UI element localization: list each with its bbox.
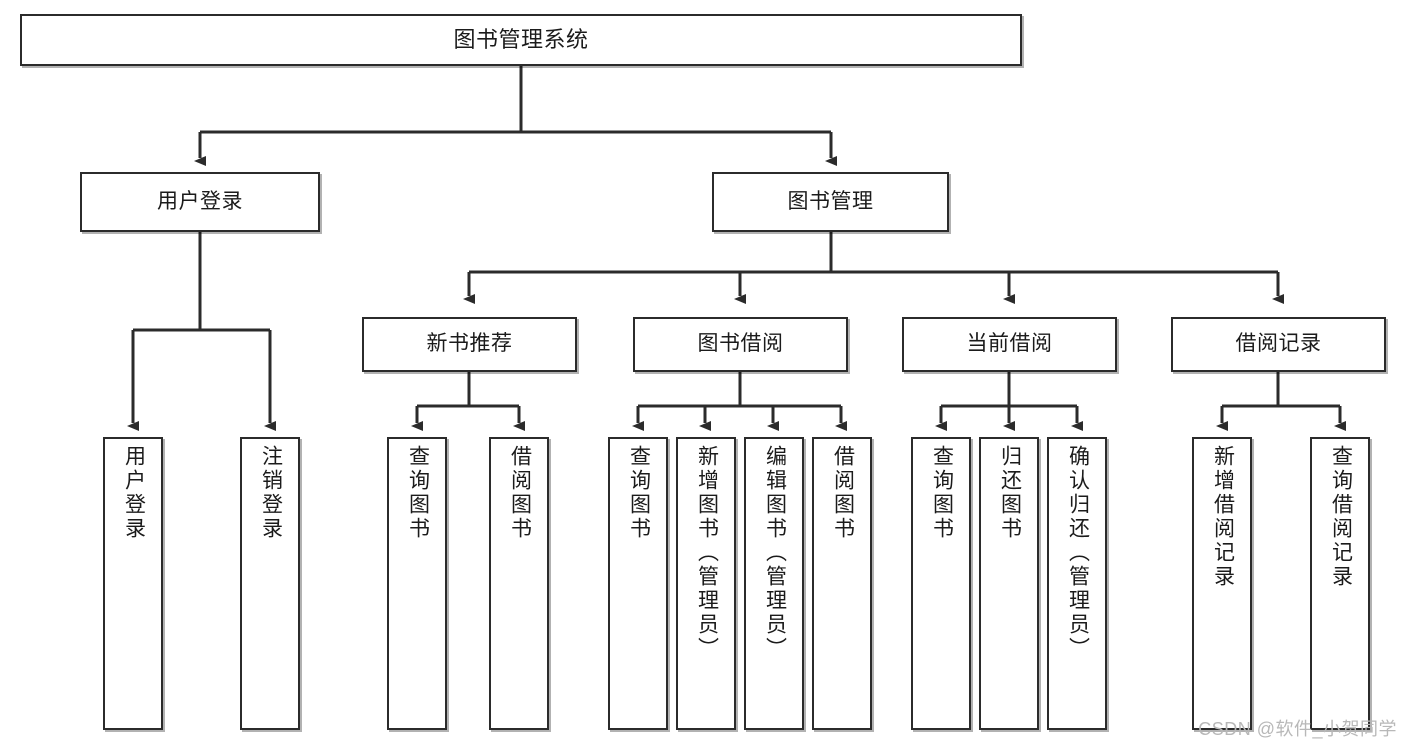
watermark-text: CSDN @软件_小贺同学 <box>1198 719 1397 739</box>
node-root-system[interactable]: 图书管理系统 <box>20 14 1022 66</box>
node-book-borrow[interactable]: 图书借阅 <box>633 317 848 372</box>
node-label: 借阅记录 <box>1235 332 1322 356</box>
leaf-current-query-book[interactable]: 查询图书 <box>911 437 971 730</box>
leaf-borrow-borrow-book[interactable]: 借阅图书 <box>812 437 872 730</box>
node-label: 新增借阅记录 <box>1211 445 1235 589</box>
node-label: 新书推荐 <box>426 332 513 356</box>
leaf-recommend-query-book[interactable]: 查询图书 <box>387 437 447 730</box>
leaf-recommend-borrow-book[interactable]: 借阅图书 <box>489 437 549 730</box>
leaf-logout[interactable]: 注销登录 <box>240 437 300 730</box>
node-label: 查询借阅记录 <box>1329 445 1353 589</box>
leaf-borrow-query-book[interactable]: 查询图书 <box>608 437 668 730</box>
node-label: 归还图书 <box>998 445 1022 541</box>
leaf-borrow-edit-book[interactable]: 编辑图书（管理员） <box>744 437 804 730</box>
node-new-book-recommend[interactable]: 新书推荐 <box>362 317 577 372</box>
leaf-records-query-record[interactable]: 查询借阅记录 <box>1310 437 1370 730</box>
node-borrow-records[interactable]: 借阅记录 <box>1171 317 1386 372</box>
leaf-borrow-add-book[interactable]: 新增图书（管理员） <box>676 437 736 730</box>
node-user-login[interactable]: 用户登录 <box>80 172 320 232</box>
node-label: 查询图书 <box>930 445 954 541</box>
leaf-user-login[interactable]: 用户登录 <box>103 437 163 730</box>
leaf-current-confirm-return[interactable]: 确认归还（管理员） <box>1047 437 1107 730</box>
leaf-records-add-record[interactable]: 新增借阅记录 <box>1192 437 1252 730</box>
node-label: 图书管理系统 <box>453 26 589 52</box>
node-label: 图书借阅 <box>697 332 784 356</box>
node-label: 当前借阅 <box>966 332 1053 356</box>
node-book-management[interactable]: 图书管理 <box>712 172 949 232</box>
node-label: 图书管理 <box>787 189 874 213</box>
node-label: 借阅图书 <box>831 445 855 541</box>
node-label: 查询图书 <box>406 445 430 541</box>
node-label: 注销登录 <box>259 445 283 541</box>
node-label: 用户登录 <box>122 445 146 541</box>
node-label: 用户登录 <box>157 189 243 213</box>
node-label: 借阅图书 <box>508 445 532 541</box>
node-label: 查询图书 <box>627 445 651 541</box>
node-current-borrow[interactable]: 当前借阅 <box>902 317 1117 372</box>
node-label: 编辑图书（管理员） <box>763 445 787 661</box>
leaf-current-return-book[interactable]: 归还图书 <box>979 437 1039 730</box>
node-label: 新增图书（管理员） <box>695 445 719 661</box>
node-label: 确认归还（管理员） <box>1066 445 1090 661</box>
